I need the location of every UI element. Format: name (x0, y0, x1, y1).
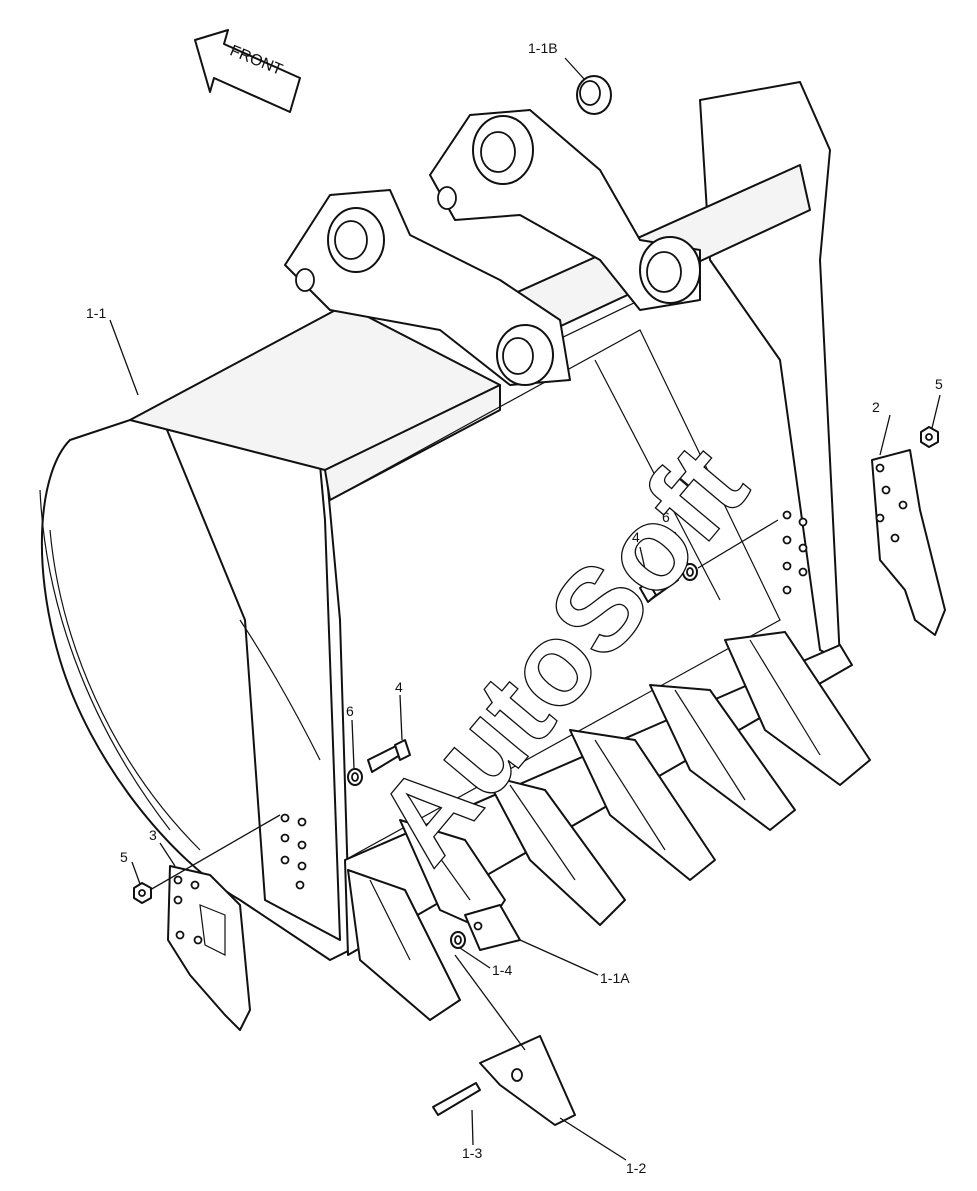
callout-4-left: 4 (395, 679, 403, 695)
callout-4-right: 4 (632, 529, 640, 545)
washer-right (682, 563, 698, 581)
pin-boss-lower-left (496, 324, 554, 386)
side-cutter-right (871, 449, 946, 636)
lock-washer-1-4 (450, 931, 466, 949)
nut-right (920, 426, 939, 448)
callout-6-left: 6 (346, 703, 354, 719)
callout-6-right: 6 (662, 509, 670, 525)
callout-2: 2 (872, 399, 880, 415)
bucket-brackets (284, 109, 701, 386)
adapter-1-1a (464, 904, 521, 951)
bushing-1-1b (576, 75, 612, 115)
callout-1-2: 1-2 (626, 1160, 646, 1176)
pin-boss-upper-right (472, 115, 534, 185)
bolt-left (367, 739, 411, 773)
washer-left (347, 768, 363, 786)
pin-boss-lower-right (639, 236, 701, 304)
pin-boss-upper-left (327, 207, 385, 273)
bracket-hole (295, 268, 315, 292)
callout-5-right: 5 (935, 376, 943, 392)
callout-1-4: 1-4 (492, 962, 512, 978)
leader-lines (109, 57, 941, 1161)
callout-labels: 1-1 1-1B 2 5 6 4 4 6 3 5 1-4 1-1A 1-3 1-… (86, 40, 943, 1176)
tooth (484, 774, 626, 926)
callout-1-1: 1-1 (86, 305, 106, 321)
bracket-hole (437, 186, 457, 210)
callout-1-1a: 1-1A (600, 970, 630, 986)
side-plate-holes (280, 510, 808, 890)
callout-3: 3 (149, 827, 157, 843)
pin-1-3 (432, 1082, 481, 1116)
tooth (347, 869, 461, 1021)
tooth (569, 729, 716, 881)
tooth (724, 631, 871, 786)
side-cutter-left (167, 865, 251, 1031)
callout-1-3: 1-3 (462, 1145, 482, 1161)
callout-1-1b: 1-1B (528, 40, 558, 56)
nut-left (133, 882, 152, 904)
tooth-point-1-2 (479, 1035, 576, 1126)
front-arrow: FRONT (194, 29, 301, 113)
bucket-teeth (347, 631, 871, 1021)
bolt-right (639, 571, 679, 603)
callout-5-left: 5 (120, 849, 128, 865)
tooth (649, 684, 796, 831)
